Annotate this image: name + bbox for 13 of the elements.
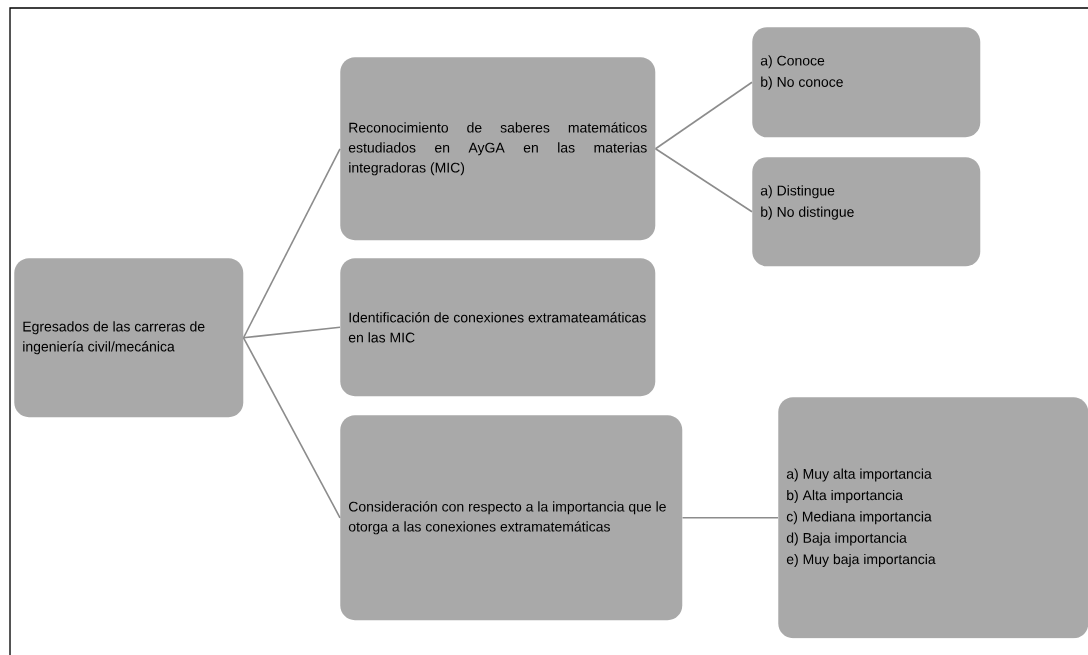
option-box: a) Conoce b) No conoce <box>752 27 981 138</box>
connector-line <box>242 147 341 339</box>
connector-line <box>242 326 341 339</box>
connector-line <box>242 336 341 519</box>
option-box: a) Muy alta importancia b) Alta importancia c) Mediana importancia d) Baja importancia e) Muy baja importancia <box>778 397 1088 639</box>
connector-line <box>654 147 753 213</box>
connector-line <box>681 516 779 519</box>
process-box: Identificación de conexiones extramateamáticas en las MIC <box>340 258 656 397</box>
process-box: Reconocimiento de saberes matemáticos estudiados en AyGA en las materias integradoras (MIC) <box>340 57 656 241</box>
connector-line <box>654 81 753 150</box>
option-box: a) Distingue b) No distingue <box>752 157 981 267</box>
process-box: Egresados de las carreras de ingeniería civil/mecánica <box>14 258 244 418</box>
process-box: Consideración con respecto a la importancia que le otorga a las conexiones extramatemáticas <box>340 415 683 621</box>
